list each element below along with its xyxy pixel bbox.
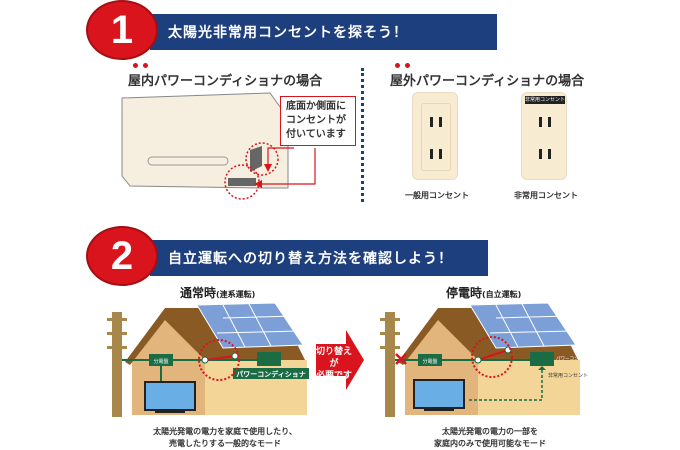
normal-mode-house-illustration: 分電盤 パワーコンディショナ — [107, 302, 309, 417]
outage-caption: 太陽光発電の電力の一部を 家庭内のみで使用可能なモード — [434, 427, 546, 448]
emphasis-dots — [133, 63, 153, 69]
outlet-location-callout: 底面か側面に コンセントが 付いています — [280, 96, 356, 146]
distribution-board-label: 分電盤 — [422, 358, 437, 365]
indoor-heading: 屋内パワーコンディショナの場合 — [128, 74, 323, 89]
outage-mode-house-illustration: 分電盤 パワーコンディショナ 非常用コンセント — [380, 302, 601, 417]
side-outlet — [250, 146, 262, 172]
emergency-outlet-label: 非常用コンセント — [548, 372, 588, 379]
distribution-board-label: 分電盤 — [153, 358, 168, 365]
step-2-title: 自立運転への切り替え方法を確認しよう！ — [150, 240, 488, 276]
general-outlet-label: 一般用コンセント — [405, 191, 469, 200]
divider — [361, 68, 364, 202]
step-2-badge: 2 — [86, 226, 158, 286]
callout-line: 底面か側面に — [286, 101, 346, 112]
outdoor-heading: 屋外パワーコンディショナの場合 — [390, 74, 585, 89]
normal-heading: 通常時(連系運転) — [180, 286, 256, 300]
general-outlet — [412, 92, 458, 180]
indoor-power-conditioner-illustration — [121, 92, 316, 200]
disconnect-x-icon — [395, 353, 407, 365]
emergency-outlet-tag: 非常用コンセント — [525, 96, 565, 104]
callout-line: コンセントが — [286, 115, 346, 126]
normal-caption: 太陽光発電の電力を家庭で使用したり、 売電したりする一般的なモード — [153, 427, 297, 448]
power-conditioner-label: パワーコンディショナ — [236, 370, 306, 379]
switch-note: 切り替えが 必要です — [315, 347, 352, 381]
switch-arrow — [316, 330, 364, 390]
step-1-title: 太陽光非常用コンセントを探そう！ — [150, 14, 497, 50]
emphasis-dots — [395, 63, 415, 69]
power-conditioner-label: パワーコンディショナ — [556, 355, 601, 362]
power-conditioner-label-bg — [233, 368, 309, 379]
callout-line: 付いています — [286, 129, 346, 140]
step-1-badge: 1 — [86, 0, 158, 60]
emergency-outlet: 非常用コンセント — [521, 92, 567, 180]
outage-heading: 停電時(自立運転) — [446, 286, 522, 300]
emergency-outlet-label: 非常用コンセント — [514, 191, 578, 200]
bottom-outlet — [228, 178, 256, 186]
